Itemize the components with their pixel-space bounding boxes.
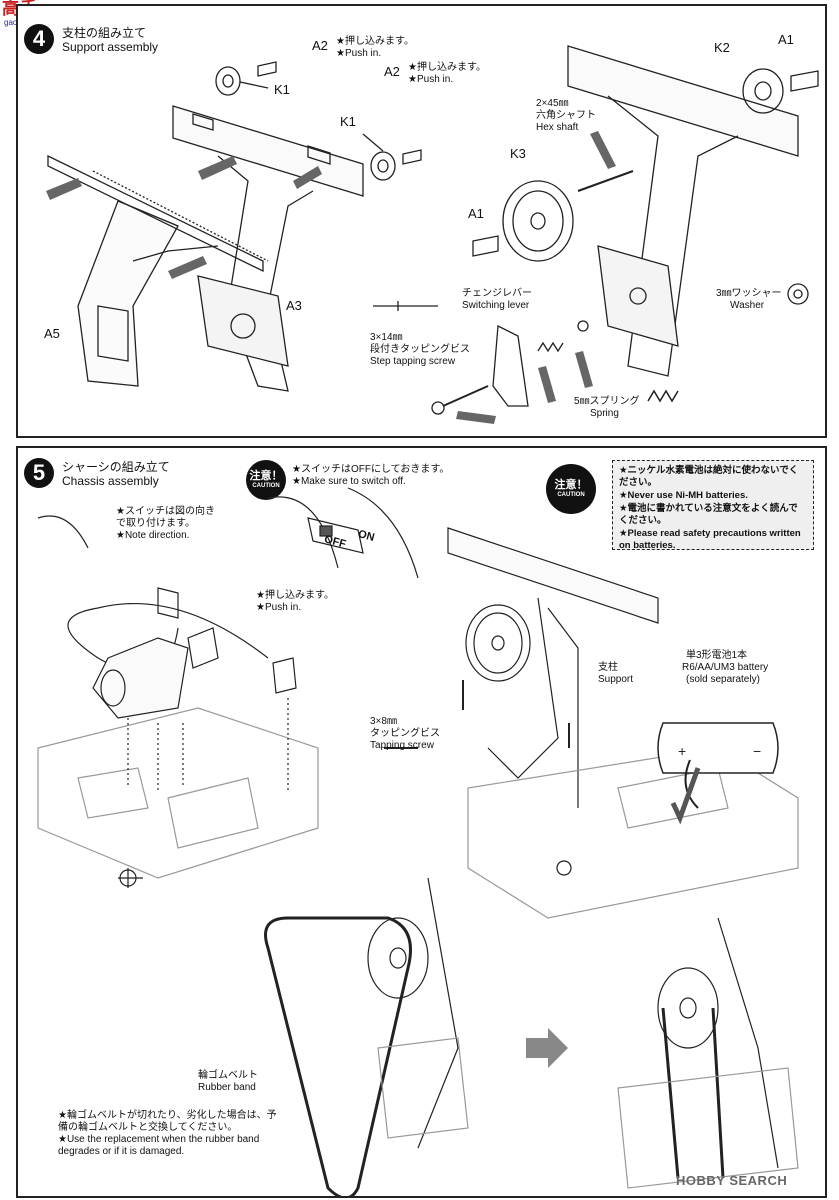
support-en: Support (598, 674, 634, 685)
hex-size: 2×45㎜ (536, 98, 569, 109)
hex-jp: 六角シャフト (536, 110, 596, 121)
warning-line: ★電池に書かれている注意文をよく読んでください。 (619, 503, 798, 526)
step-title-jp: 支柱の組み立て (62, 26, 147, 40)
warning-line: ★ニッケル水素電池は絶対に使わないでください。 (619, 465, 799, 488)
battery-en: R6/AA/UM3 battery (682, 662, 769, 673)
spring-en: Spring (590, 408, 619, 419)
switch-note-jp: ★スイッチはOFFにしておきます。 (292, 464, 450, 475)
step-title-jp: シャーシの組み立て (62, 460, 170, 474)
label-a3: A3 (286, 298, 302, 313)
step-title-en: Support assembly (62, 40, 159, 54)
direction-note-en: ★Note direction. (116, 530, 190, 541)
band-en: Rubber band (198, 1082, 256, 1093)
step-title-en: Chassis assembly (62, 474, 159, 488)
washer-en: Washer (730, 300, 765, 311)
label-k1-2: K1 (340, 114, 356, 129)
replace-note-jp: ★輪ゴムベルトが切れたり、劣化した場合は、予備の輪ゴムベルトと交換してください。 (58, 1110, 277, 1133)
step-5-panel: 5 シャーシの組み立て Chassis assembly 注意！ CAUTION… (16, 446, 827, 1198)
label-a2-2: A2 (384, 64, 400, 79)
hobby-search-watermark: HOBBY SEARCH (676, 1173, 788, 1188)
hex-en: Hex shaft (536, 122, 579, 133)
label-k3: K3 (510, 146, 526, 161)
label-k1-1: K1 (274, 82, 290, 97)
tap-jp: タッピングビス (370, 728, 440, 739)
step-4-panel: 4 支柱の組み立て Support assembly (16, 4, 827, 438)
push-in-2-jp: ★押し込みます。 (408, 62, 486, 73)
support-assembly-diagram (46, 45, 819, 424)
label-k2: K2 (714, 40, 730, 55)
band-jp: 輪ゴムベルト (198, 1070, 258, 1081)
lever-en: Switching lever (462, 300, 530, 311)
spring-size: 5㎜スプリング (574, 396, 640, 407)
svg-text:+: + (678, 743, 686, 759)
battery-sold: (sold separately) (686, 674, 760, 685)
push-in-jp: ★押し込みます。 (256, 590, 334, 601)
screw-en: Step tapping screw (370, 356, 456, 367)
switch-note-en: ★Make sure to switch off. (292, 476, 406, 487)
chassis-assembly-diagram: + − (37, 487, 799, 1196)
step-number: 5 (24, 458, 54, 488)
direction-note-jp: ★スイッチは図の向きで取り付けます。 (116, 506, 215, 529)
push-in-2-en: ★Push in. (408, 74, 454, 85)
label-a2-1: A2 (312, 38, 328, 53)
support-jp: 支柱 (598, 662, 618, 673)
lever-jp: チェンジレバー (462, 288, 532, 299)
caution-badge-switch: 注意！ CAUTION (246, 460, 286, 500)
label-a5: A5 (44, 326, 60, 341)
screw-jp: 段付きタッピングビス (370, 344, 470, 355)
screw-size: 3×14㎜ (370, 332, 403, 343)
battery-warning-box: ★ニッケル水素電池は絶対に使わないでください。 ★Never use Ni-MH… (612, 460, 814, 551)
push-in-en: ★Push in. (256, 602, 302, 613)
svg-text:−: − (753, 743, 761, 759)
label-a1-mid: A1 (468, 206, 484, 221)
warning-line: ★Never use Ni-MH batteries. (619, 490, 748, 501)
warning-line: ★Please read safety precautions written … (619, 528, 801, 551)
tap-size: 3×8㎜ (370, 716, 397, 727)
label-a1-top: A1 (778, 32, 794, 47)
step-number: 4 (24, 24, 54, 54)
washer-size: 3㎜ワッシャー (716, 288, 782, 299)
replace-note-en: ★Use the replacement when the rubber ban… (58, 1134, 260, 1157)
push-in-1-en: ★Push in. (336, 48, 382, 59)
caution-badge-battery: 注意！ CAUTION (546, 464, 596, 514)
tap-en: Tapping screw (370, 740, 434, 751)
battery-jp: 単3形電池1本 (686, 650, 748, 661)
push-in-1-jp: ★押し込みます。 (336, 36, 414, 47)
